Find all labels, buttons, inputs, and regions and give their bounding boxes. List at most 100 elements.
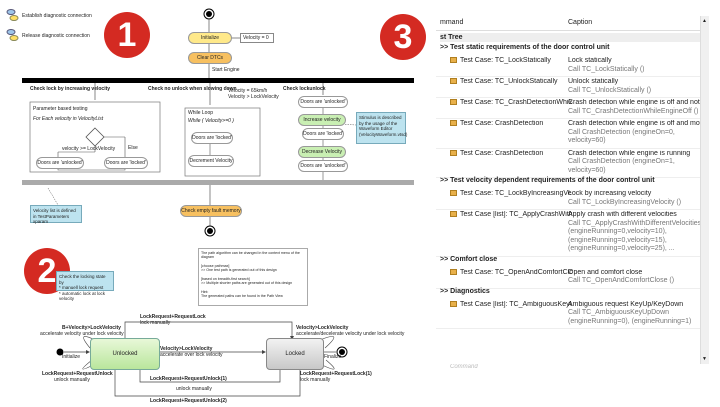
test-case-call-text: (engineRunning=0,velocity=15), [568, 236, 667, 244]
transition-right-sub: accelerate/decelerate velocity under loc… [296, 331, 405, 337]
transition-left-label: B+Velocity>LockVelocity [62, 325, 121, 331]
test-case-command: Test Case: CrashDetection [450, 120, 572, 127]
transition-bl-sub: unlock manually [54, 377, 90, 383]
param-testing-label: Parameter based testing [33, 106, 88, 112]
test-case-caption-text: Crash detection while engine is off and … [568, 120, 708, 127]
test-case-icon [450, 300, 457, 307]
test-case-row[interactable]: Test Case: TC_CrashDetectionWhileE...Cra… [436, 97, 708, 119]
test-case-command: Test Case: TC_LockByIncreasingVelo... [450, 190, 572, 197]
doors-locked-action-lane1[interactable]: Doors are 'locked' [104, 157, 148, 169]
section-header[interactable]: >> Diagnostics [440, 287, 490, 295]
test-case-caption-text: Open and comfort close [568, 268, 643, 276]
test-case-call-text: velocity=60) [568, 166, 606, 174]
test-case-command: Test Case: CrashDetection [450, 149, 572, 157]
transition-left-sub: accelerate velocity under lock velocity [40, 331, 124, 337]
test-case-call-text: (engineRunning=0), (engineRunning=1) [568, 317, 692, 325]
test-case-row[interactable]: Test Case [list]: TC_AmbiguousKeyU...Amb… [436, 299, 708, 329]
test-case-command-text: Test Case: TC_LockStatically [460, 57, 551, 64]
test-case-command-text: Test Case [list]: TC_ApplyCrashWithDi... [460, 211, 572, 218]
test-case-caption-text: Unlock statically [568, 78, 619, 85]
lane3-title: Check lockunlock [283, 86, 326, 92]
locked-state[interactable]: Locked [266, 338, 324, 370]
add-command-row[interactable]: Command [436, 364, 708, 372]
test-case-call-text: Call TC_CrashDetectionWhileEngineOff () [568, 107, 699, 115]
transition-bm-sub: unlock manually [176, 386, 212, 392]
decrement-velocity-action[interactable]: Decrement Velocity [188, 155, 234, 167]
while-loop-label: While Loop [188, 110, 214, 116]
test-case-icon [450, 120, 457, 126]
test-case-icon [450, 268, 457, 275]
test-case-command-text: Test Case: TC_LockByIncreasingVelo... [460, 190, 572, 197]
test-case-command: Test Case: TC_OpenAndComfortClose [450, 268, 572, 276]
test-case-row[interactable]: Test Case: CrashDetection Crash detection… [436, 148, 708, 178]
test-case-call-text: Call TC_OpenAndComfortClose () [568, 277, 675, 284]
transition-bm-label: LockRequest+RequestUnlock(1) [150, 376, 227, 382]
test-case-caption: Crash detection while engine is off and … [568, 120, 708, 146]
unlocked-state[interactable]: Unlocked [90, 338, 160, 370]
test-case-row[interactable]: Test Case: CrashDetection Crash detection… [436, 118, 708, 149]
column-caption-header[interactable]: Caption [568, 19, 593, 26]
test-case-caption-text: Crash detection while engine is off and … [568, 99, 708, 106]
increase-velocity-action[interactable]: Increase velocity [298, 114, 346, 126]
legend-release-icon [6, 29, 19, 41]
test-case-command: Test Case [list]: TC_ApplyCrashWithDi... [450, 211, 572, 218]
clear-dtcs-action[interactable]: Clear DTCs [188, 52, 232, 64]
locking-state-note: Check the locking state by * manuell loc… [56, 271, 114, 301]
legend-release-label: Release diagnostic connection [22, 33, 90, 39]
test-case-call-text: Call TC_ApplyCrashWithDifferentVelocitie… [568, 219, 702, 227]
test-case-command-text: Test Case: CrashDetection [460, 149, 544, 157]
finalize-state-label: Finalize [324, 354, 342, 360]
vertical-scrollbar[interactable]: ▲ ▼ [700, 16, 709, 364]
lane2-title: Check no unlock when slowing down [148, 86, 237, 92]
test-case-call-text: Call TC_LockByIncreasingVelocity () [568, 198, 682, 206]
initialize-state-label: Initialize [62, 354, 81, 360]
test-case-row[interactable]: Test Case: TC_LockByIncreasingVelo...Loc… [436, 188, 708, 210]
check-fault-memory-action[interactable]: Check empty fault memory [180, 205, 242, 217]
doors-unlocked-action-lane3[interactable]: Doors are 'unlocked' [298, 96, 348, 108]
scroll-down-arrow[interactable]: ▼ [702, 356, 707, 362]
guard-else-label: Else [128, 145, 138, 151]
section-header[interactable]: >> Test velocity dependent requirements … [440, 177, 655, 184]
test-case-icon [450, 78, 457, 84]
initialize-action[interactable]: Initialize [188, 32, 232, 44]
badge-2: 2 [24, 248, 70, 294]
transition-mid-sub: accelerate over lock velocity [160, 352, 223, 358]
transition-top-sub: lock manually [140, 320, 171, 326]
doors-locked-action-lane3[interactable]: Doors are 'locked' [302, 128, 344, 140]
test-case-icon [450, 149, 457, 156]
doors-unlocked-action-lane3b[interactable]: Doors are 'unlocked' [298, 160, 348, 172]
test-case-caption-text: Ambiguous request KeyUp/KeyDown [568, 300, 684, 308]
section-header[interactable]: >> Comfort close [440, 255, 498, 263]
doors-locked-action-lane2[interactable]: Doors are 'locked' [191, 132, 233, 144]
test-case-command-text: Test Case: TC_CrashDetectionWhileE... [460, 99, 572, 106]
decrease-velocity-action[interactable]: Decrease Velocity [298, 146, 346, 158]
test-case-row[interactable]: Test Case [list]: TC_ApplyCrashWithDi...… [436, 209, 708, 257]
transition-br-sub: lock manually [300, 377, 331, 383]
for-each-label: For Each velocity in VelocityList [33, 116, 104, 122]
test-tree-table: mmand Caption st Tree >> Test static req… [436, 16, 708, 364]
test-case-row[interactable]: Test Case: TC_LockStatically Lock statica… [436, 55, 708, 77]
transition-top-label: LockRequest+RequestLock [140, 314, 206, 320]
section-header[interactable]: >> Test static requirements of the door … [440, 44, 610, 51]
test-case-command-text: Test Case: CrashDetection [460, 120, 544, 127]
test-case-call-text: Call CrashDetection (engineOn=0, [568, 128, 675, 136]
add-command-label: Command [450, 364, 478, 370]
test-case-command: Test Case: TC_UnlockStatically [450, 78, 572, 85]
column-command-header[interactable]: mmand [440, 19, 464, 26]
scroll-up-arrow[interactable]: ▲ [702, 18, 707, 24]
test-case-caption-text: Apply crash with different velocities [568, 211, 677, 218]
test-case-icon [450, 211, 457, 217]
transition-right-label: Velocity>LockVelocity [296, 325, 349, 331]
test-case-caption-text: Lock by increasing velocity [568, 190, 652, 197]
doors-unlocked-action-lane1[interactable]: Doors are 'unlocked' [36, 157, 84, 169]
test-case-caption-text: Crash detection while engine is running [568, 149, 691, 157]
